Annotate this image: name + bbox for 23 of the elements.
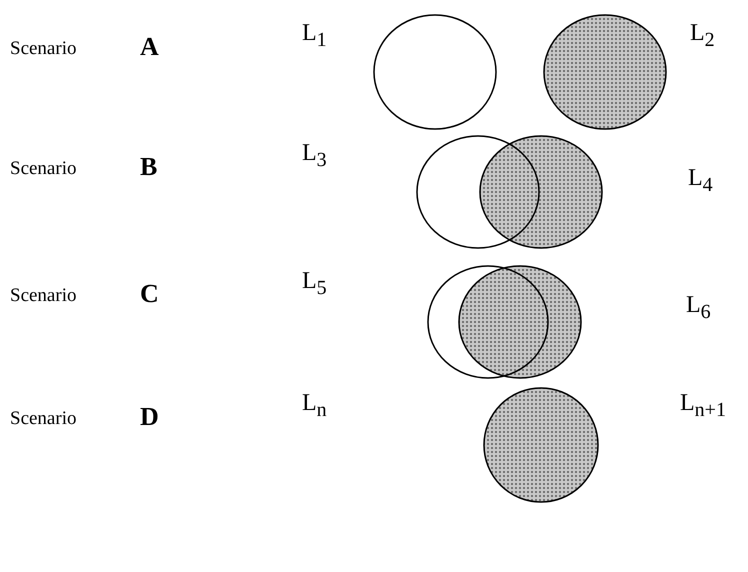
circle-label: L$_{4}$ — [688, 165, 713, 197]
scenario-letter: C — [140, 279, 159, 309]
shaded-circle — [479, 135, 603, 249]
circle-label: L$_{n+1}$ — [680, 390, 726, 422]
open-circle — [373, 14, 497, 130]
shaded-circle — [458, 265, 582, 379]
open-circle — [416, 135, 540, 249]
scenario-letter: D — [140, 402, 159, 432]
circle-label: L$_{n}$ — [302, 390, 327, 422]
open-circle — [427, 265, 549, 379]
scenario-letter: B — [140, 152, 158, 182]
scenario-label: Scenario — [10, 158, 76, 180]
circle-label: L$_{6}$ — [686, 292, 711, 324]
circle-label: L$_{5}$ — [302, 268, 327, 300]
scenario-label: Scenario — [10, 285, 76, 307]
circle-label: L$_{1}$ — [302, 20, 327, 52]
scenario-letter: A — [140, 32, 159, 62]
shaded-circle — [543, 14, 667, 130]
circle-label: L$_{2}$ — [690, 20, 715, 52]
circle-label: L$_{3}$ — [302, 140, 327, 172]
shaded-circle — [483, 387, 599, 503]
scenario-label: Scenario — [10, 38, 76, 60]
scenario-label: Scenario — [10, 408, 76, 430]
